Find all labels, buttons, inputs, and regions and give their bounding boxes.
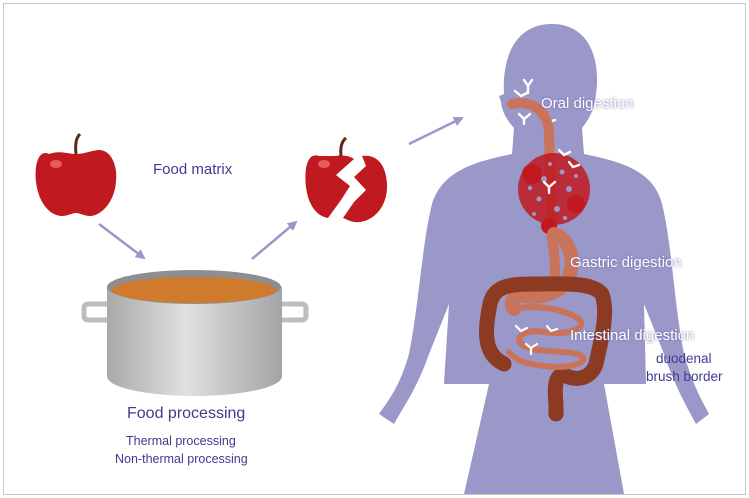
digestion-diagram xyxy=(35,24,709,494)
broken-apple-icon xyxy=(305,136,388,223)
arrow-to-body xyxy=(408,116,464,146)
label-intestinal-digestion: Intestinal digestion xyxy=(570,327,695,344)
arrow-pot-to-broken-apple xyxy=(251,220,298,260)
label-food-matrix: Food matrix xyxy=(153,161,233,178)
arrow-apple-to-pot xyxy=(98,223,146,260)
cooking-pot-icon xyxy=(81,270,309,396)
label-gastric-digestion: Gastric digestion xyxy=(570,254,682,271)
enzyme-icon xyxy=(514,324,559,356)
enzyme-icon xyxy=(513,78,557,126)
label-oral-digestion: Oral digestion xyxy=(541,95,634,112)
human-silhouette xyxy=(379,24,709,494)
label-food-processing: Food processing xyxy=(127,405,246,422)
apple-icon xyxy=(35,132,117,216)
diagram-frame: Food matrix Food processing Thermal proc… xyxy=(3,3,746,495)
label-duodenal: duodenal xyxy=(656,351,712,366)
enzyme-icon xyxy=(542,148,581,195)
small-intestine xyxy=(506,304,587,370)
stomach xyxy=(504,227,579,316)
label-non-thermal-processing: Non-thermal processing xyxy=(115,452,248,466)
large-intestine xyxy=(479,276,613,422)
label-thermal-processing: Thermal processing xyxy=(126,434,236,448)
label-brush-border: brush border xyxy=(646,369,723,384)
stomach-particles xyxy=(518,153,590,234)
